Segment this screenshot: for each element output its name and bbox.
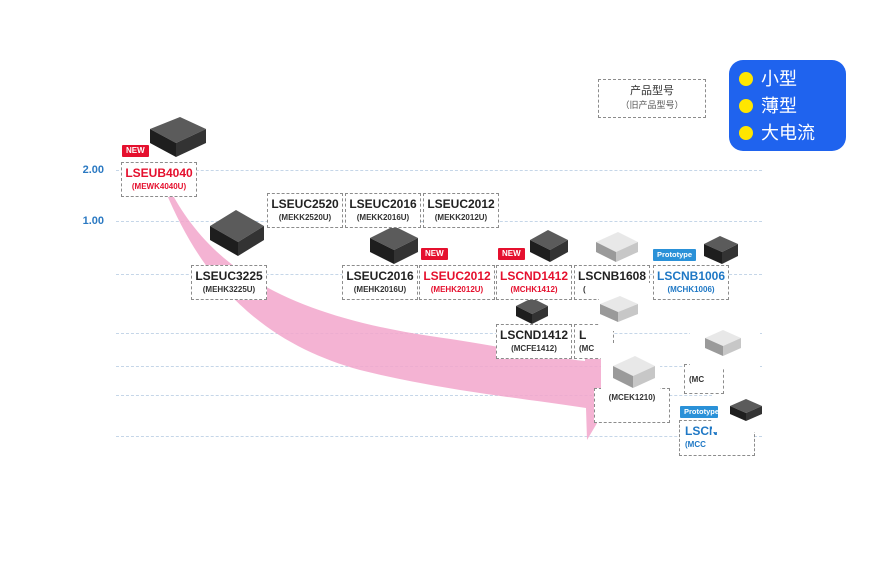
gridline xyxy=(116,170,762,171)
inductor-chip-icon xyxy=(705,330,741,356)
inductor-chip-icon xyxy=(150,117,206,157)
product-old-name: (MC xyxy=(689,375,705,384)
inductor-chip-icon xyxy=(730,399,762,421)
bullet-dot-icon xyxy=(739,71,753,86)
product-box: LSCND1412 (MCHK1412) xyxy=(496,265,572,300)
feature-item: 薄型 xyxy=(739,92,846,119)
product-old-name: (MEHK2016U) xyxy=(353,285,407,294)
product-name: LSEUC3225 xyxy=(195,269,263,283)
product-name: LSEUC2012 xyxy=(423,269,491,283)
gridline xyxy=(116,333,762,334)
product-name: LSEUC2016 xyxy=(349,197,417,211)
product-old-name: (MCHK1412) xyxy=(510,285,558,294)
product-box: LSEUC2012 (MEHK2012U) xyxy=(419,265,495,300)
inductor-chip-icon xyxy=(600,296,638,322)
product-old-name: (MCFE1412) xyxy=(511,344,557,353)
product-name: LSEUC2012 xyxy=(427,197,495,211)
product-old-name: (MCC xyxy=(685,440,706,449)
inductor-chip-icon xyxy=(704,236,738,264)
gridline xyxy=(116,395,762,396)
product-old-name: (MEKK2520U) xyxy=(278,213,332,222)
inductor-chip-icon xyxy=(530,230,568,262)
product-name: LSEUB4040 xyxy=(125,166,193,180)
product-box: LSEUC2016 (MEKK2016U) xyxy=(345,193,421,228)
product-name: LSCND1412 xyxy=(499,328,569,342)
product-old-name: (MEKK2012U) xyxy=(434,213,488,222)
product-name: LSCN xyxy=(685,424,718,438)
legend-product-no: 产品型号 xyxy=(630,85,674,97)
product-old-name: (MEWK4040U) xyxy=(131,182,187,191)
product-name: LSCND1412 xyxy=(499,269,569,283)
feature-panel: 小型 薄型 大电流 xyxy=(729,60,846,151)
y-axis-label: 2.00 xyxy=(82,164,104,176)
product-old-name: (MEHK2012U) xyxy=(430,285,484,294)
legend-old-no: （旧产品型号） xyxy=(620,100,684,110)
bullet-dot-icon xyxy=(739,98,753,113)
product-old-name: (MEHK3225U) xyxy=(202,285,256,294)
new-badge: NEW xyxy=(122,145,149,157)
product-box: (MC xyxy=(684,364,724,394)
product-old-name: (MC xyxy=(579,344,595,353)
product-old-name: (MCHK1006) xyxy=(667,285,715,294)
feature-label: 薄型 xyxy=(761,95,797,116)
product-old-name: (MEKK2016U) xyxy=(356,213,410,222)
feature-label: 大电流 xyxy=(761,122,815,143)
new-badge: NEW xyxy=(498,248,525,260)
product-box: (MCEK1210) xyxy=(594,388,670,423)
feature-item: 大电流 xyxy=(739,119,846,146)
product-box: LSEUC3225 (MEHK3225U) xyxy=(191,265,267,300)
inductor-chip-icon xyxy=(596,232,638,262)
inductor-chip-icon xyxy=(370,226,418,264)
inductor-chip-icon xyxy=(516,298,548,324)
product-box: LSEUC2016 (MEHK2016U) xyxy=(342,265,418,300)
feature-label: 小型 xyxy=(761,68,797,89)
prototype-badge: Prototype xyxy=(653,249,697,261)
product-box: LSEUC2520 (MEKK2520U) xyxy=(267,193,343,228)
product-name: LSCNB1608 xyxy=(577,269,647,283)
feature-item: 小型 xyxy=(739,65,846,92)
product-box: LSCND1412 (MCFE1412) xyxy=(496,324,572,359)
inductor-chip-icon xyxy=(613,356,655,388)
legend-box: 产品型号 （旧产品型号） xyxy=(598,79,706,118)
product-name: LSCNB1006 xyxy=(656,269,726,283)
prototype-badge: Prototype xyxy=(680,406,718,418)
bullet-dot-icon xyxy=(739,125,753,140)
product-box: LSEUC2012 (MEKK2012U) xyxy=(423,193,499,228)
product-old-name: ( xyxy=(583,285,586,294)
new-badge: NEW xyxy=(421,248,448,260)
product-old-name: (MCEK1210) xyxy=(608,393,656,402)
inductor-chip-icon xyxy=(210,210,264,256)
product-name: L xyxy=(579,328,587,342)
product-box: LSEUB4040 (MEWK4040U) xyxy=(121,162,197,197)
gridline xyxy=(116,436,762,437)
product-box: LSCNB1006 (MCHK1006) xyxy=(653,265,729,300)
trend-arrow-shape xyxy=(165,186,622,440)
product-name: LSEUC2016 xyxy=(346,269,414,283)
product-name: LSEUC2520 xyxy=(271,197,339,211)
y-axis-label: 1.00 xyxy=(82,215,104,227)
